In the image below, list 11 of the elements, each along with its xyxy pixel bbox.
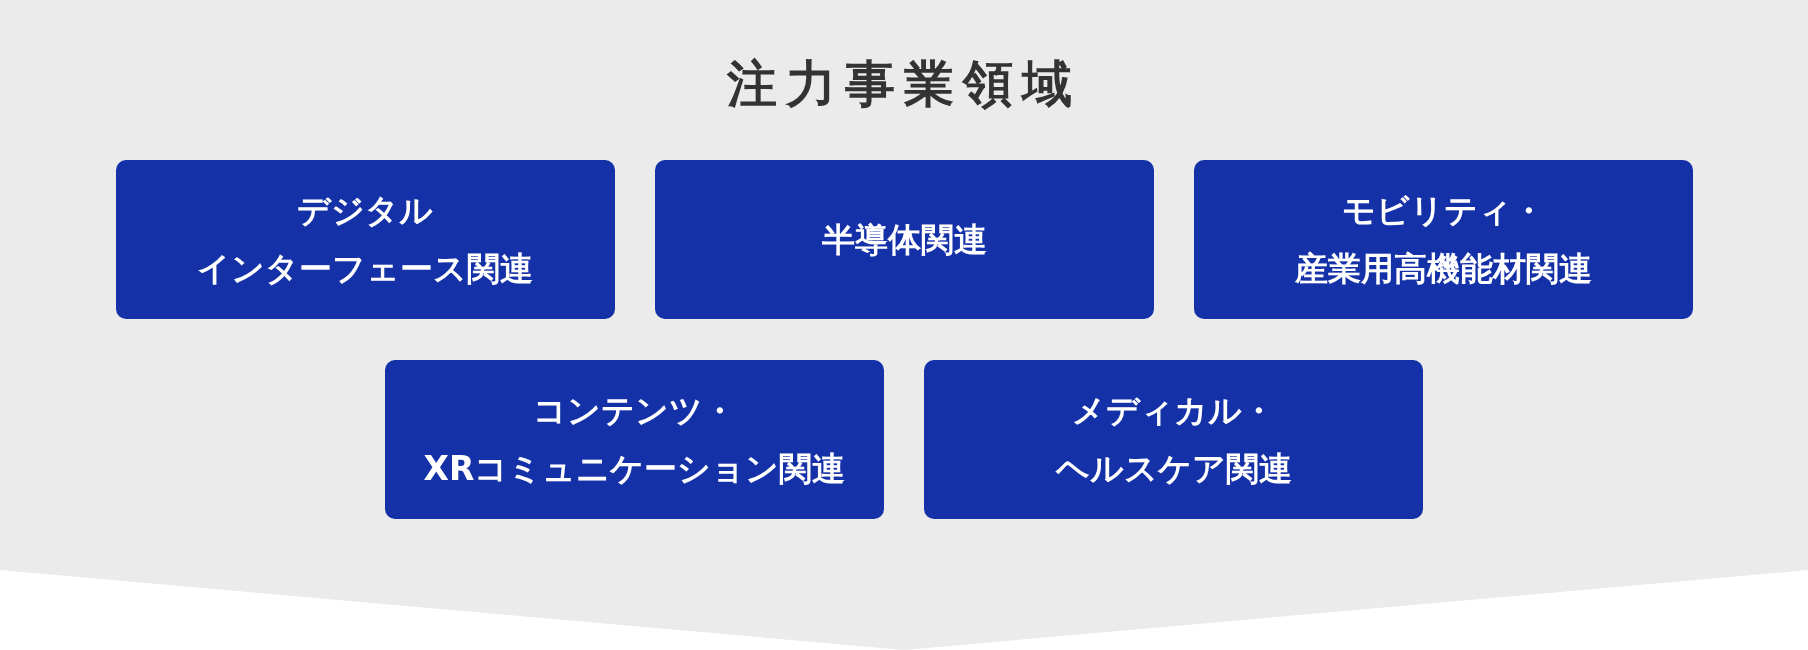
panel-title: 注力事業領域: [727, 54, 1081, 114]
category-box: [115, 160, 615, 319]
category-box: [654, 160, 1154, 319]
category-label: モビリティ・産業用高機能材関連: [1294, 189, 1592, 290]
category-box: [385, 360, 884, 519]
category-label: 半導体関連: [821, 218, 987, 261]
category-box: [1193, 160, 1693, 319]
category-label: メディカル・ヘルスケア関連: [1055, 389, 1292, 490]
category-box: [924, 360, 1423, 519]
category-label: コンテンツ・XRコミュニケーション関連: [423, 389, 846, 490]
category-label: デジタルインターフェース関連: [197, 189, 533, 290]
